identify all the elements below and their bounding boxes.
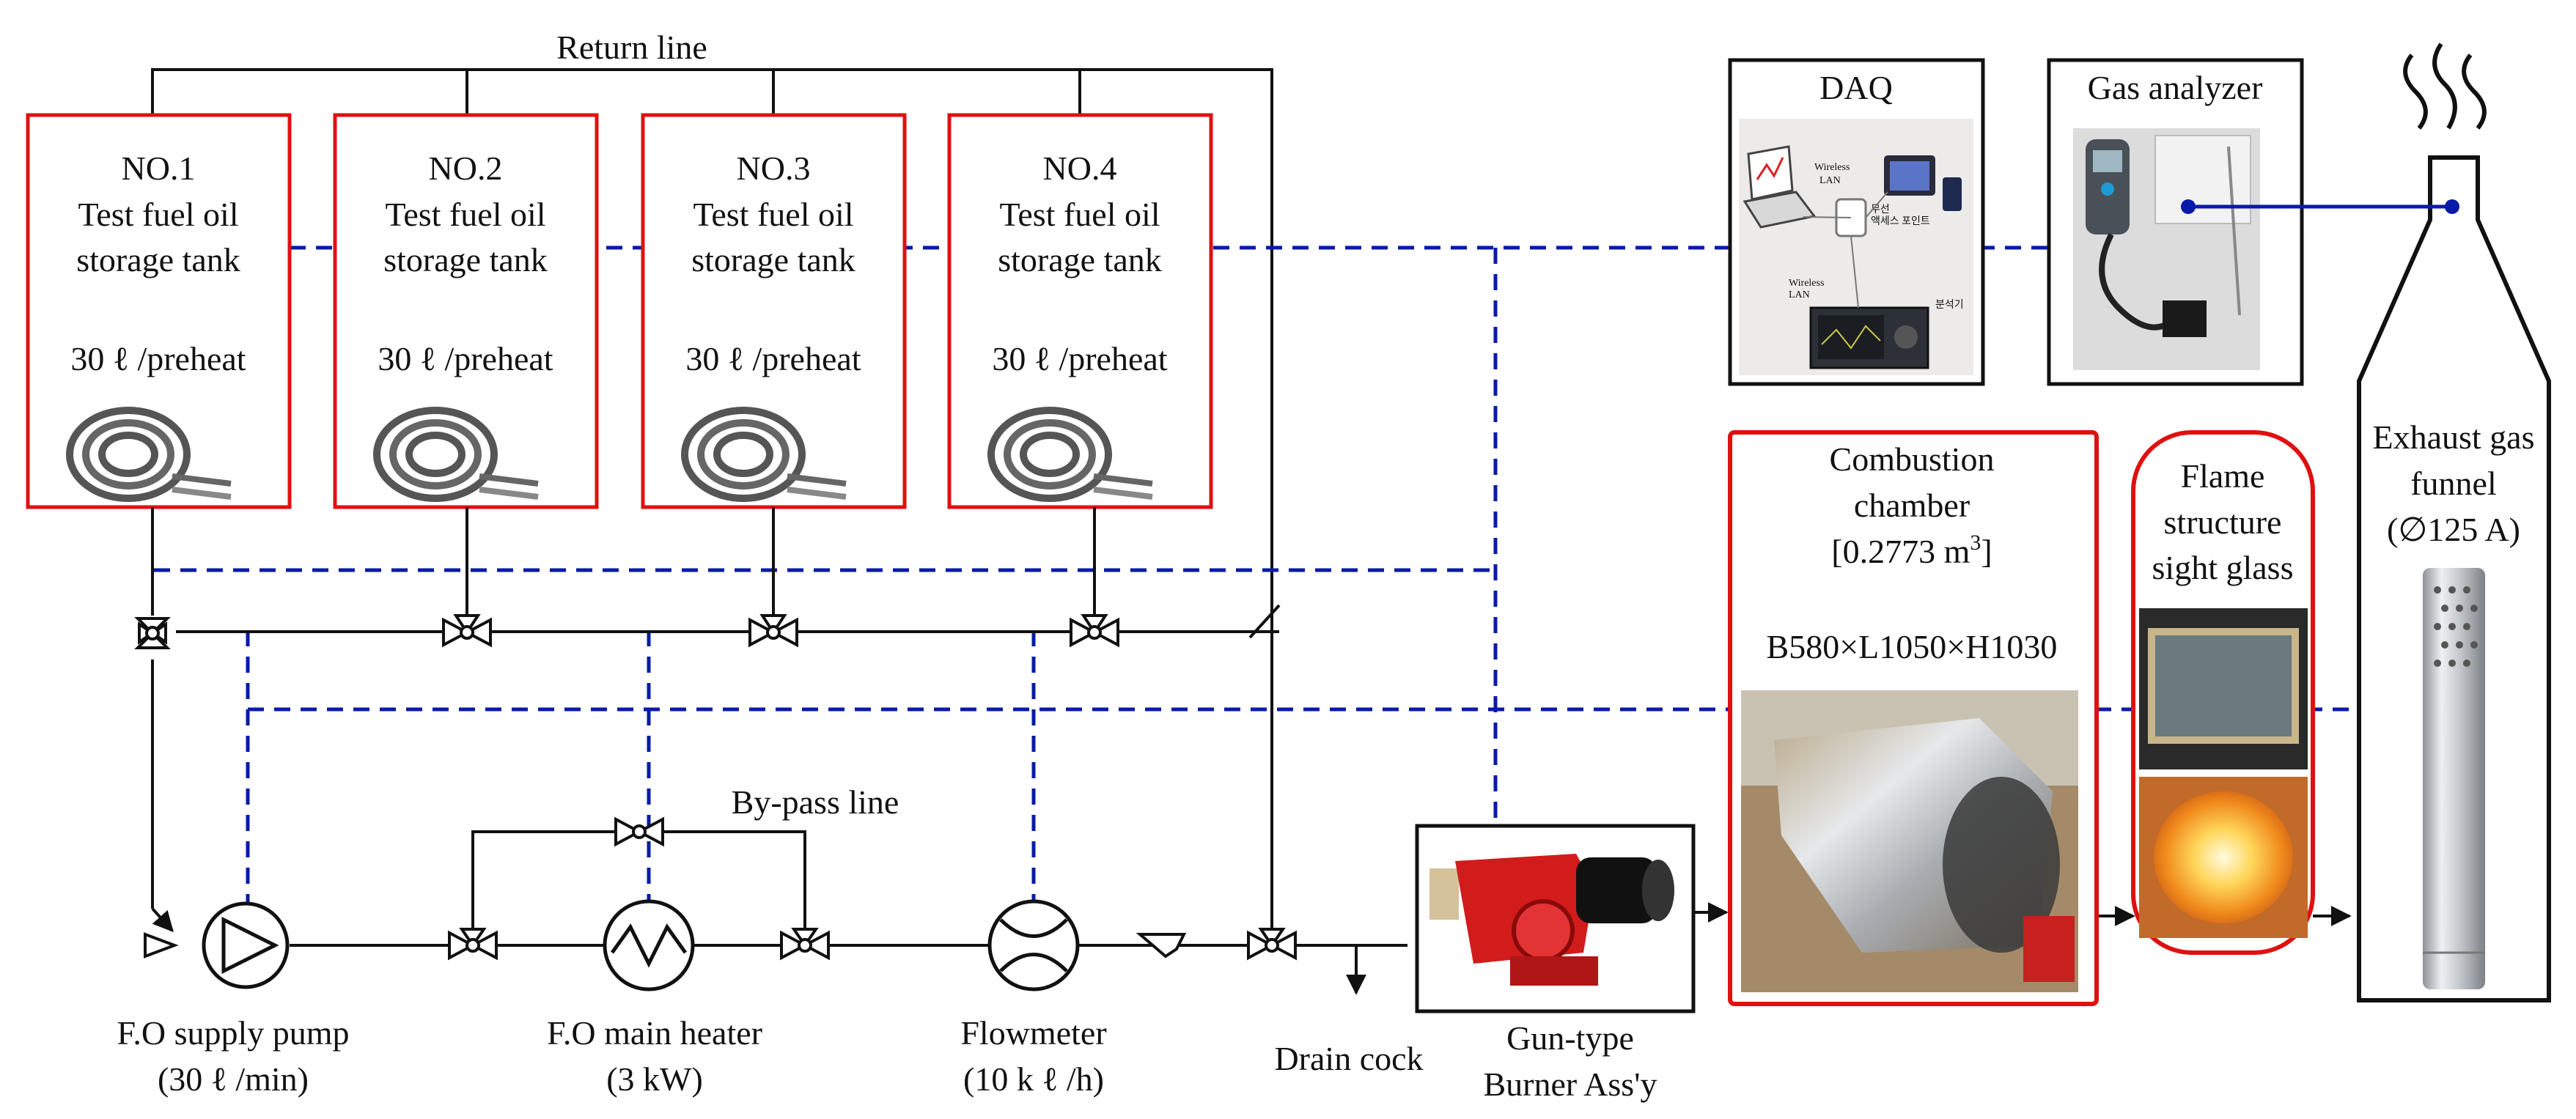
tank-2-line2: storage tank bbox=[383, 241, 548, 278]
drain-cock-label: Drain cock bbox=[1274, 1040, 1423, 1077]
heater-spec: (3 kW) bbox=[606, 1060, 703, 1098]
sight-glass-photo bbox=[2139, 608, 2308, 769]
daq-photo-label: LAN bbox=[1819, 175, 1841, 186]
bypass-label: By-pass line bbox=[732, 783, 899, 821]
flowmeter-icon bbox=[987, 899, 1080, 991]
strainer-icon bbox=[1136, 933, 1187, 959]
return-line: Return line bbox=[151, 29, 1281, 945]
daq-photo-label: Wireless bbox=[1814, 162, 1850, 173]
smoke-icon bbox=[2403, 43, 2487, 130]
valve-tank-2 bbox=[442, 614, 492, 648]
flowmeter-name: Flowmeter bbox=[960, 1014, 1106, 1052]
tank-4-number: NO.4 bbox=[1043, 149, 1117, 187]
coil-heater-icon bbox=[987, 407, 1153, 502]
tank-3-line1: Test fuel oil bbox=[693, 196, 853, 233]
burner-photo bbox=[1429, 854, 1674, 986]
tank-4-line1: Test fuel oil bbox=[999, 196, 1160, 233]
pump-spec: (30 ℓ /min) bbox=[158, 1060, 309, 1098]
daq-title: DAQ bbox=[1819, 69, 1893, 106]
gas-analyzer-panel: Gas analyzer bbox=[2047, 58, 2304, 386]
daq-photo-label: 액세스 포인트 bbox=[1871, 215, 1930, 227]
pump-name: F.O supply pump bbox=[117, 1014, 349, 1052]
tank-4: NO.4 Test fuel oil storage tank 30 ℓ /pr… bbox=[947, 113, 1213, 509]
chamber-photo bbox=[1741, 690, 2078, 992]
tank-1-line1: Test fuel oil bbox=[78, 196, 238, 233]
flame-photo bbox=[2139, 777, 2308, 938]
daq-photo-label: Wireless bbox=[1789, 278, 1824, 289]
daq-photo-label: LAN bbox=[1789, 289, 1810, 300]
valve-tank-4 bbox=[1070, 614, 1119, 648]
tank-4-spec: 30 ℓ /preheat bbox=[992, 340, 1167, 377]
tank-4-line2: storage tank bbox=[998, 241, 1162, 278]
tablet-icon bbox=[1884, 155, 1962, 211]
exhaust-line1: Exhaust gas bbox=[2372, 418, 2534, 456]
pump-icon bbox=[202, 901, 290, 989]
flowmeter-spec: (10 k ℓ /h) bbox=[963, 1060, 1104, 1098]
tank-3-number: NO.3 bbox=[737, 149, 811, 187]
burner-label-2: Burner Ass'y bbox=[1483, 1066, 1657, 1103]
burner-label-1: Gun-type bbox=[1506, 1019, 1634, 1057]
valve-bypass bbox=[614, 816, 664, 847]
tank-2-line1: Test fuel oil bbox=[385, 196, 545, 233]
tank-3: NO.3 Test fuel oil storage tank 30 ℓ /pr… bbox=[641, 113, 907, 509]
chamber-line1: Combustion bbox=[1830, 440, 1995, 478]
tank-3-spec: 30 ℓ /preheat bbox=[685, 340, 861, 377]
exhaust-line2: funnel bbox=[2410, 465, 2497, 502]
daq-photo-label: 무선 bbox=[1871, 204, 1890, 215]
tank-1-spec: 30 ℓ /preheat bbox=[70, 340, 246, 377]
valve-return bbox=[1247, 928, 1297, 961]
tank-1-line2: storage tank bbox=[76, 241, 240, 278]
signal-endpoints bbox=[2181, 199, 2459, 214]
tank-1: NO.1 Test fuel oil storage tank 30 ℓ /pr… bbox=[26, 113, 292, 509]
valve-heater-inlet bbox=[448, 928, 498, 961]
daq-panel: DAQ Wireless LAN 무선 액세스 포인트 Wireless LAN bbox=[1728, 58, 1985, 386]
valve-heater-outlet bbox=[780, 928, 830, 961]
valve-tank-1 bbox=[134, 617, 171, 649]
funnel-pipe-photo bbox=[2423, 568, 2485, 989]
tank-2-spec: 30 ℓ /preheat bbox=[378, 340, 553, 377]
sight-glass-line1: Flame bbox=[2181, 457, 2265, 495]
tank-2: NO.2 Test fuel oil storage tank 30 ℓ /pr… bbox=[333, 113, 599, 509]
return-line-label: Return line bbox=[556, 29, 707, 66]
coil-heater-icon bbox=[681, 407, 847, 502]
chamber-line2: chamber bbox=[1854, 487, 1970, 524]
gas-analyzer-title: Gas analyzer bbox=[2088, 69, 2263, 106]
tank-1-number: NO.1 bbox=[122, 149, 196, 187]
coil-heater-icon bbox=[373, 407, 539, 502]
heater-icon bbox=[603, 899, 695, 991]
valve-tank-3 bbox=[748, 614, 798, 648]
daq-photo: Wireless LAN 무선 액세스 포인트 Wireless LAN 분석기 bbox=[1739, 119, 1973, 375]
daq-photo-label: 분석기 bbox=[1935, 299, 1964, 311]
exhaust-line3: (∅125 A) bbox=[2387, 511, 2520, 548]
analyzer-unit-icon bbox=[1809, 306, 1929, 369]
chamber-volume: [0.2773 m3] bbox=[1831, 531, 1992, 570]
sight-glass: Flame structure sight glass bbox=[2131, 430, 2315, 955]
gas-analyzer-photo bbox=[2073, 128, 2260, 370]
burner-assembly bbox=[1415, 824, 1696, 1013]
chamber-dims: B580×L1050×H1030 bbox=[1767, 628, 2058, 665]
laptop-icon bbox=[1743, 145, 1817, 229]
inlet-check-icon bbox=[144, 932, 179, 959]
tank-3-line2: storage tank bbox=[691, 241, 855, 278]
sight-glass-line3: sight glass bbox=[2152, 549, 2294, 586]
heater-name: F.O main heater bbox=[547, 1014, 762, 1052]
sight-glass-line2: structure bbox=[2164, 503, 2282, 541]
tank-2-number: NO.2 bbox=[429, 149, 503, 187]
exhaust-funnel: Exhaust gas funnel (∅125 A) bbox=[2357, 43, 2551, 1002]
coil-heater-icon bbox=[66, 407, 232, 502]
combustion-chamber: Combustion chamber [0.2773 m3] B580×L105… bbox=[1728, 430, 2099, 1006]
